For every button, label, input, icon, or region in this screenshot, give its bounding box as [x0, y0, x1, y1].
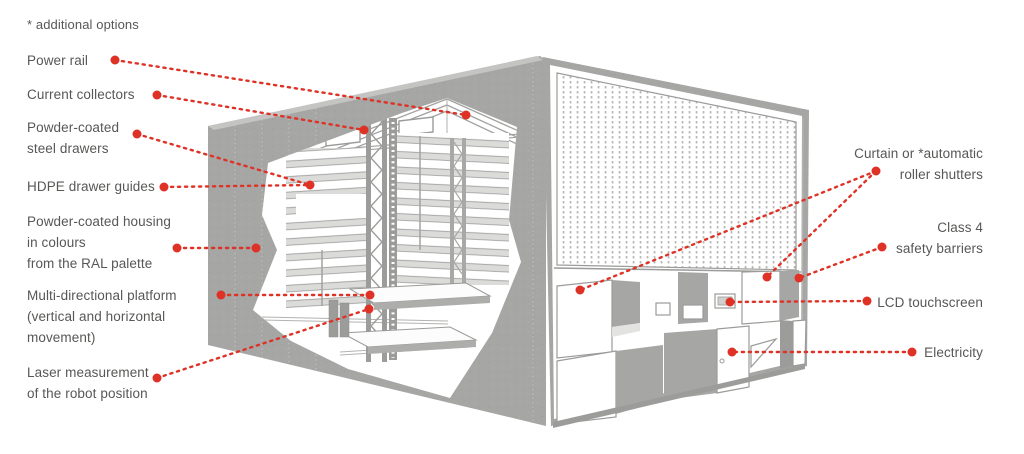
leader-hdpe-guides	[162, 183, 312, 189]
label-multi-directional-platform: Multi-directional platform (vertical and…	[27, 288, 177, 345]
lattice-tower	[450, 138, 466, 288]
leader-steel-drawers	[135, 132, 312, 187]
machine-front-face	[543, 57, 809, 428]
machine-interior	[261, 98, 521, 362]
callout-leader-lines	[113, 58, 914, 380]
leader-safety-barriers	[797, 245, 884, 280]
label-roller-shutters: Curtain or *automatic roller shutters	[854, 146, 983, 182]
label-hdpe-drawer-guides: HDPE drawer guides	[27, 179, 155, 194]
label-power-rail: Power rail	[27, 53, 89, 68]
roller-shutter-opening-left	[556, 279, 613, 359]
leader-current-collectors	[155, 93, 366, 132]
leader-shutters-a	[578, 169, 878, 292]
label-steel-drawers: Powder-coated steel drawers	[27, 120, 120, 156]
lift-platform	[328, 282, 492, 354]
label-housing-ral-colours: Powder-coated housing in colours from th…	[27, 214, 171, 271]
roller-shutter-opening-left-reveal	[612, 280, 640, 327]
laser-measuring-strip	[389, 118, 397, 360]
leader-power-rail	[113, 58, 468, 117]
leader-laser	[155, 307, 371, 380]
label-electricity: Electricity	[924, 345, 983, 360]
roof-ridge	[208, 56, 543, 130]
note-additional-options: * additional options	[27, 17, 139, 32]
label-laser-measurement: Laser measurement of the robot position	[27, 365, 149, 401]
safety-barrier-edge	[780, 270, 799, 321]
lower-left-cabinet	[556, 350, 617, 425]
callout-anchor-dots	[110, 55, 917, 383]
drawer-stack-left	[286, 148, 368, 308]
label-safety-barriers: Class 4 safety barriers	[895, 220, 983, 256]
lift-mast	[366, 104, 397, 362]
perforated-front-panel	[556, 72, 797, 271]
roller-shutter-opening-right	[741, 270, 781, 325]
leader-lcd	[728, 299, 869, 304]
label-current-collectors: Current collectors	[27, 87, 135, 102]
label-lcd-touchscreen: LCD touchscreen	[877, 295, 983, 310]
leader-shutters-b	[765, 169, 878, 279]
access-panel	[655, 302, 671, 316]
